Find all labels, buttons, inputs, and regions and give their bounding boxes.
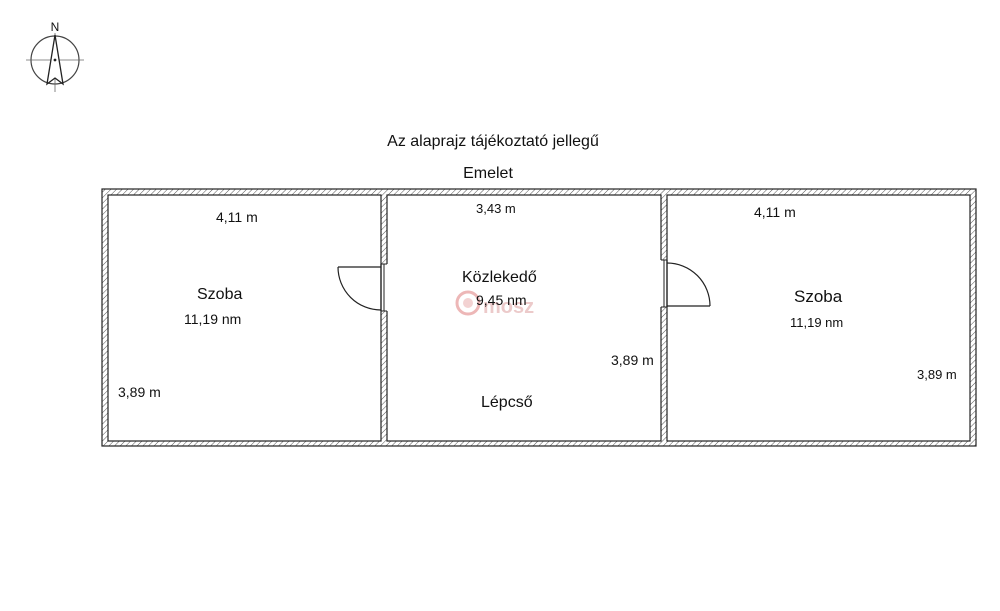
room-middle-note: Lépcső [481,394,533,411]
room-right-name: Szoba [794,287,843,306]
room-middle-width: 3,43 m [476,201,516,216]
room-middle-area: 9,45 nm [476,292,527,308]
room-left-depth: 3,89 m [118,384,161,400]
door-left [337,263,388,312]
room-right-width: 4,11 m [754,204,796,220]
compass-icon: N [26,20,84,92]
room-left-area: 11,19 nm [184,311,241,327]
room-left-name: Szoba [197,286,242,303]
door-right [660,259,711,308]
room-middle-floor [386,194,662,442]
compass-north-label: N [51,20,60,34]
floor-title: Emelet [463,165,513,182]
room-right-floor [666,194,971,442]
room-right-area: 11,19 nm [790,315,843,330]
watermark-text: mosz [483,296,534,318]
room-right-depth: 3,89 m [917,367,957,382]
room-middle-depth: 3,89 m [611,352,654,368]
room-middle-name: Közlekedő [462,269,537,286]
room-left-width: 4,11 m [216,209,258,225]
room-left-floor [107,194,382,442]
watermark-logo: mosz [455,290,534,318]
disclaimer-text: Az alaprajz tájékoztató jellegű [387,133,599,150]
walls [101,188,977,447]
